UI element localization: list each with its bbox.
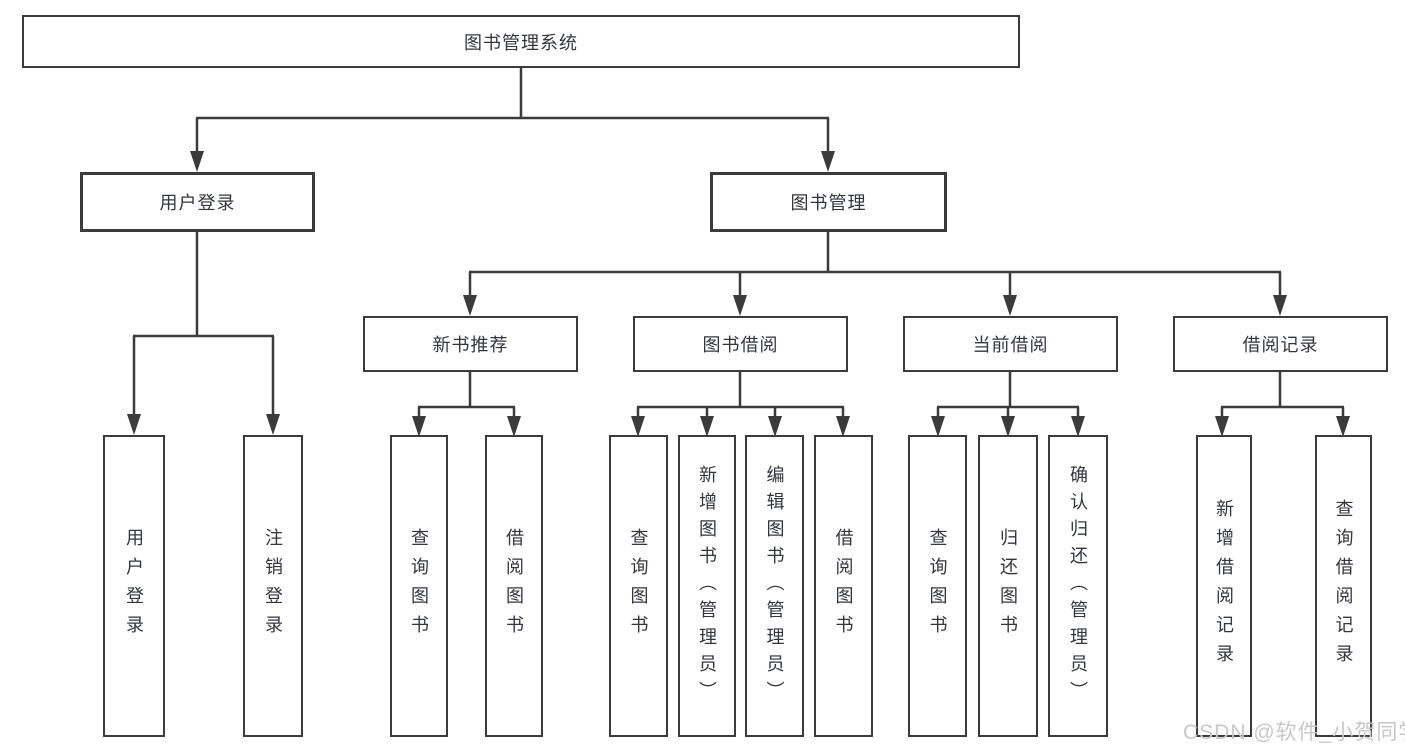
node-label: 新书推荐 — [432, 335, 509, 355]
leaf-return-books: 归还图书 — [978, 435, 1038, 737]
leaf-query-books-recommend: 查询图书 — [390, 435, 448, 737]
leaf-borrow-books: 借阅图书 — [814, 435, 873, 737]
node-label: 借阅图书 — [833, 528, 854, 644]
node-label: 新增图书（管理员） — [697, 464, 717, 708]
leaf-user-login: 用户登录 — [103, 435, 165, 737]
node-label: 当前借阅 — [972, 335, 1049, 355]
node-book-borrow: 图书借阅 — [633, 316, 848, 372]
node-label: 查询图书 — [409, 528, 429, 644]
node-new-book-recommend: 新书推荐 — [363, 316, 578, 372]
node-label: 借阅图书 — [504, 528, 524, 644]
node-label: 借阅记录 — [1242, 335, 1319, 355]
node-root-system: 图书管理系统 — [22, 15, 1020, 68]
node-label: 归还图书 — [998, 528, 1018, 644]
leaf-edit-books-admin: 编辑图书（管理员） — [745, 435, 804, 737]
node-borrow-records: 借阅记录 — [1173, 316, 1388, 372]
node-label: 查询图书 — [628, 528, 649, 644]
node-label: 用户登录 — [159, 193, 236, 213]
leaf-confirm-return-admin: 确认归还（管理员） — [1048, 435, 1108, 737]
leaf-borrow-books-recommend: 借阅图书 — [485, 435, 543, 737]
leaf-add-borrow-record: 新增借阅记录 — [1196, 435, 1252, 737]
leaf-query-borrow-record: 查询借阅记录 — [1315, 435, 1372, 737]
node-label: 用户登录 — [124, 528, 144, 644]
node-current-borrow: 当前借阅 — [903, 316, 1118, 372]
leaf-query-books-current: 查询图书 — [908, 435, 967, 737]
node-user-login: 用户登录 — [80, 172, 315, 232]
node-label: 图书管理系统 — [464, 32, 578, 53]
node-label: 新增借阅记录 — [1214, 499, 1234, 673]
node-label: 注销登录 — [263, 528, 283, 644]
node-label: 查询借阅记录 — [1333, 499, 1354, 673]
csdn-watermark: CSDN @软件_小贺同学 — [1183, 721, 1405, 744]
node-label: 图书管理 — [790, 193, 867, 213]
node-label: 确认归还（管理员） — [1068, 464, 1088, 708]
node-book-management: 图书管理 — [710, 172, 947, 232]
node-label: 图书借阅 — [702, 335, 779, 355]
arrowheads — [127, 151, 1350, 437]
leaf-query-books-borrow: 查询图书 — [609, 435, 668, 737]
leaf-add-books-admin: 新增图书（管理员） — [678, 435, 736, 737]
leaf-logout: 注销登录 — [243, 435, 303, 737]
node-label: 编辑图书（管理员） — [764, 464, 785, 708]
node-label: 查询图书 — [927, 528, 948, 644]
